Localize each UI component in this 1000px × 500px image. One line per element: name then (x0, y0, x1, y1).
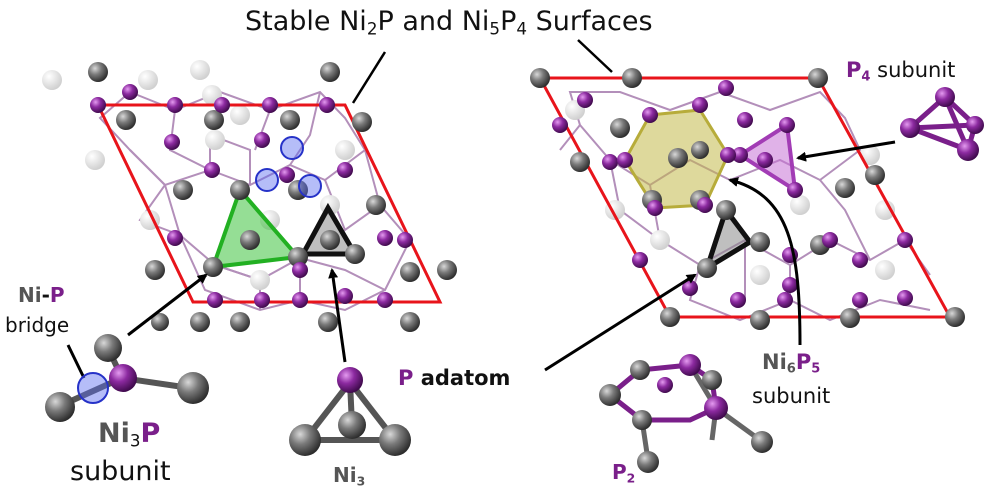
ni2p-ni-atoms (88, 62, 457, 332)
ni3-label: Ni3 (333, 463, 366, 489)
ni3p-subunit-model (45, 334, 209, 422)
ni3p-subunit-label: Ni3P (98, 418, 161, 451)
arrows (66, 140, 896, 379)
ni6p5-subunit-label: Ni6P5 (762, 350, 821, 377)
title-connector-lines (351, 39, 613, 104)
p4-subunit-model (900, 87, 984, 161)
bridge-pointer-line (66, 344, 86, 379)
ni3p-subunit-label-line2: subunit (70, 456, 171, 487)
arrow-ni3p (127, 273, 208, 337)
ni5p4-ni-atoms (530, 68, 965, 330)
ni-p-bridge-label: Ni-P (18, 283, 65, 307)
ni5p4-p-atoms (552, 80, 913, 308)
ni-p-bridge-circles (255, 136, 322, 198)
p2-label: P2 (612, 460, 636, 486)
arrow-adatom (544, 273, 697, 372)
arrow-ni6p5 (728, 177, 802, 346)
ni5p4-surface (530, 68, 965, 330)
ni-p-bridge-label-line2: bridge (5, 313, 70, 337)
p4-subunit-label: P4 subunit (846, 58, 956, 85)
adatom-triangle (702, 204, 754, 274)
ni2p-faded-atoms (42, 60, 355, 290)
p2-cluster-model (599, 354, 773, 473)
ni3-subunit-model (289, 367, 411, 456)
ni3p-triangle (210, 186, 302, 270)
ni2p-surface (42, 60, 457, 332)
ni5p4-faded-atoms (565, 100, 895, 285)
ni6p5-subunit-label-line2: subunit (752, 384, 831, 408)
figure-title: Stable Ni2P and Ni5P4 Surfaces (245, 6, 653, 39)
arrow-ni3 (328, 268, 347, 363)
ni2p-p-atoms (90, 84, 413, 308)
p-adatom-label: P adatom (398, 366, 511, 390)
arrow-p4 (796, 140, 896, 162)
